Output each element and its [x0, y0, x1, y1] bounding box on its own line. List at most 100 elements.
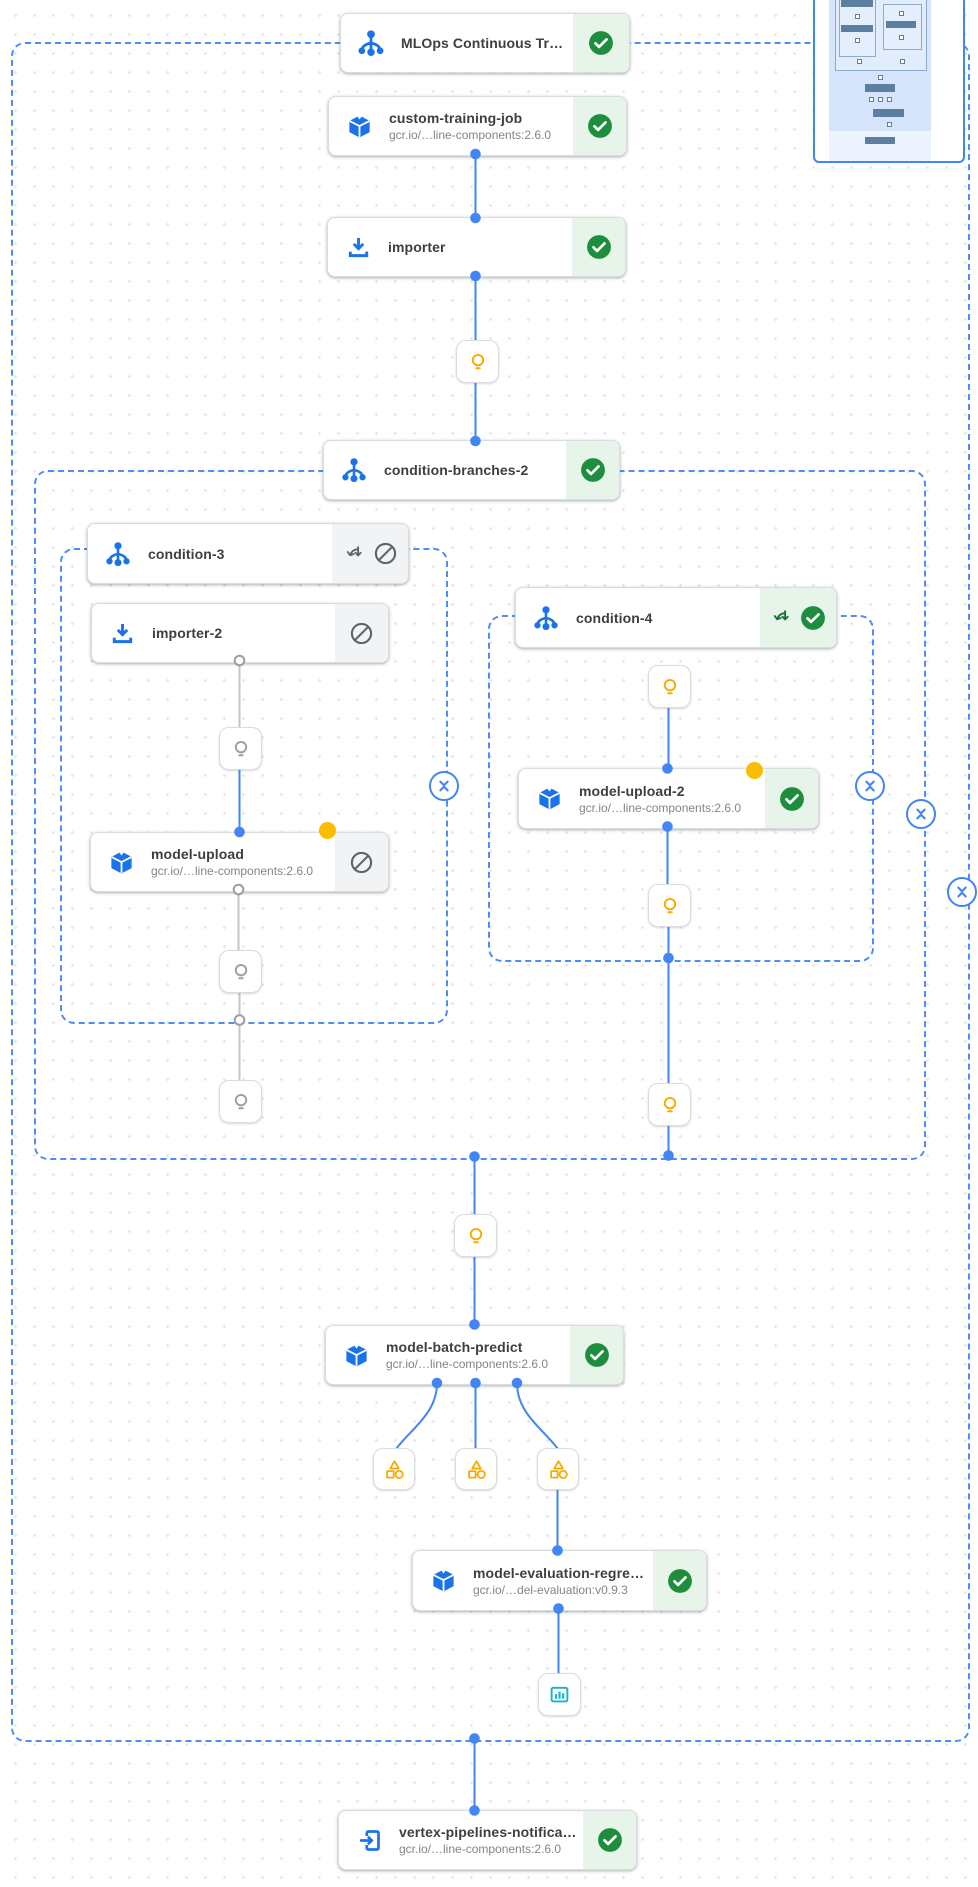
slash-circle-icon — [373, 541, 398, 566]
green-check-circle-icon — [580, 457, 606, 483]
node-title: condition-branches-2 — [384, 462, 529, 478]
slash-circle-icon — [349, 621, 374, 646]
artifact-parameter-skipped[interactable] — [219, 950, 262, 993]
lightbulb-icon — [659, 1094, 681, 1116]
minimap-node-bar — [841, 25, 873, 32]
pipeline-tree-icon — [88, 524, 148, 583]
node-subtitle: gcr.io/…line-components:2.6.0 — [399, 1842, 562, 1856]
component-cube-icon — [329, 97, 389, 155]
artifact-parameter[interactable] — [648, 665, 691, 708]
lightbulb-icon — [465, 1225, 487, 1247]
green-check-circle-icon — [800, 605, 826, 631]
node-importer-2[interactable]: importer-2 — [91, 603, 389, 663]
component-cube-icon — [413, 1551, 473, 1610]
minimap-artifact-square — [899, 35, 904, 40]
collapse-group-condition-branches-2-button[interactable] — [906, 799, 936, 829]
status-badge-succeeded — [572, 218, 625, 276]
collapse-group-condition-4-button[interactable] — [855, 771, 885, 801]
green-check-circle-icon — [584, 1342, 610, 1368]
collapse-group-pipeline-root-button[interactable] — [947, 877, 977, 907]
artifact-parameter[interactable] — [648, 1083, 691, 1126]
green-check-circle-icon — [597, 1827, 623, 1853]
status-badge-succeeded — [765, 769, 818, 828]
artifact-parameter[interactable] — [456, 340, 499, 383]
node-model-batch-predict[interactable]: model-batch-predict gcr.io/…line-compone… — [325, 1325, 624, 1385]
shapes-triangle-square-circle-icon — [383, 1458, 406, 1481]
node-vertex-pipelines-notification[interactable]: vertex-pipelines-notificat… gcr.io/…line… — [338, 1810, 637, 1870]
node-model-upload-2[interactable]: model-upload-2 gcr.io/…line-components:2… — [518, 768, 819, 829]
artifact-parameter[interactable] — [648, 884, 691, 927]
status-badge-skipped — [335, 833, 388, 891]
minimap-node-bar — [886, 21, 916, 28]
lightbulb-icon — [659, 676, 681, 698]
minimap-artifact-square — [878, 75, 883, 80]
node-custom-training-job[interactable]: custom-training-job gcr.io/…line-compone… — [328, 96, 627, 156]
green-check-circle-icon — [779, 786, 805, 812]
component-cube-icon — [519, 769, 579, 828]
artifact-system[interactable] — [455, 1448, 497, 1490]
exit-to-app-icon — [339, 1811, 399, 1869]
artifact-system[interactable] — [373, 1448, 415, 1490]
minimap-artifact-square — [887, 97, 892, 102]
status-badge-skipped — [335, 604, 388, 662]
yellow-cache-dot — [318, 821, 336, 839]
node-title: MLOps Continuous Traini… — [401, 35, 567, 51]
lightbulb-icon — [230, 738, 252, 760]
node-title: importer — [388, 239, 446, 255]
importer-download-icon — [328, 218, 388, 276]
node-condition-branches-2[interactable]: condition-branches-2 — [323, 440, 620, 500]
node-title: model-evaluation-regres… — [473, 1564, 647, 1581]
component-cube-icon — [326, 1326, 386, 1384]
minimap-node-bar — [873, 109, 904, 117]
status-badge-succeeded — [653, 1551, 706, 1610]
artifact-system[interactable] — [537, 1448, 579, 1490]
node-mlops-pipeline[interactable]: MLOps Continuous Traini… — [340, 13, 630, 73]
node-condition-4[interactable]: condition-4 — [515, 587, 837, 648]
artifact-parameter[interactable] — [454, 1214, 497, 1257]
minimap-artifact-square — [855, 14, 860, 19]
collapse-chevrons-icon — [859, 775, 881, 797]
shapes-triangle-square-circle-icon — [465, 1458, 488, 1481]
status-badge-skipped — [332, 524, 408, 583]
status-badge-succeeded — [570, 1326, 623, 1384]
pipeline-tree-icon — [341, 14, 401, 72]
minimap-viewport[interactable] — [829, 131, 931, 161]
status-badge-succeeded — [573, 14, 629, 72]
node-title: custom-training-job — [389, 110, 523, 126]
node-title: model-upload-2 — [579, 782, 685, 799]
minimap-node-bar — [865, 137, 895, 144]
node-model-evaluation-regression[interactable]: model-evaluation-regres… gcr.io/…del-eva… — [412, 1550, 707, 1611]
node-importer[interactable]: importer — [327, 217, 626, 277]
lightbulb-icon — [659, 895, 681, 917]
collapse-group-condition-3-button[interactable] — [429, 771, 459, 801]
collapse-chevrons-icon — [433, 775, 455, 797]
green-check-circle-icon — [586, 234, 612, 260]
collapse-chevrons-icon — [951, 881, 973, 903]
status-badge-succeeded — [566, 441, 619, 499]
node-condition-3[interactable]: condition-3 — [87, 523, 409, 584]
green-check-circle-icon — [667, 1568, 693, 1594]
lightbulb-icon — [230, 961, 252, 983]
slash-circle-icon — [349, 850, 374, 875]
green-check-circle-icon — [588, 30, 614, 56]
node-title: importer-2 — [152, 625, 223, 641]
pipeline-tree-icon — [516, 588, 576, 647]
minimap-artifact-square — [900, 59, 905, 64]
pipeline-tree-icon — [324, 441, 384, 499]
component-cube-icon — [91, 833, 151, 891]
minimap-artifact-square — [887, 122, 892, 127]
green-check-circle-icon — [587, 113, 613, 139]
artifact-parameter-skipped[interactable] — [219, 1080, 262, 1123]
importer-download-icon — [92, 604, 152, 662]
minimap-node-bar — [865, 84, 895, 92]
artifact-parameter-skipped[interactable] — [219, 727, 262, 770]
node-title: vertex-pipelines-notificat… — [399, 1824, 577, 1840]
node-subtitle: gcr.io/…line-components:2.6.0 — [386, 1357, 549, 1371]
graph-minimap[interactable] — [813, 0, 965, 163]
artifact-metrics[interactable] — [538, 1673, 581, 1716]
minimap-artifact-square — [855, 38, 860, 43]
lightbulb-icon — [467, 351, 489, 373]
node-model-upload[interactable]: model-upload gcr.io/…line-components:2.6… — [90, 832, 389, 892]
yellow-cache-dot — [745, 761, 763, 779]
